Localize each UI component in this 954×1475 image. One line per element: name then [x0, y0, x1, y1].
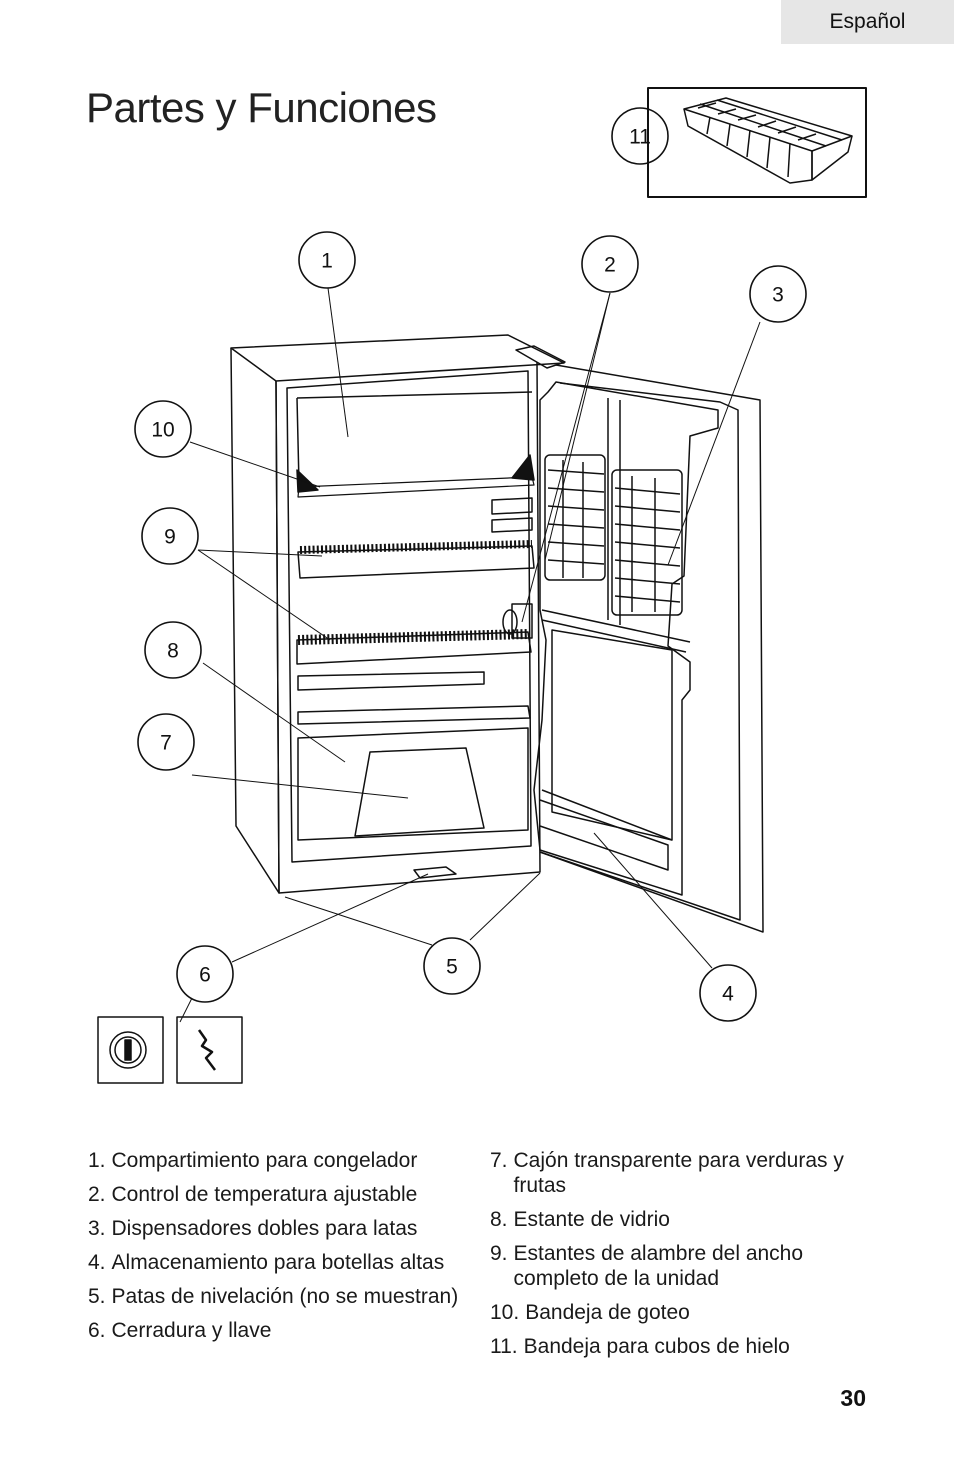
legend-item: 9.Estantes de alambre del ancho completo…	[490, 1242, 804, 1290]
callout-3: 3	[772, 284, 784, 307]
callout-5: 5	[446, 956, 458, 979]
legend-item: 8.Estante de vidrio	[490, 1208, 670, 1231]
callout-9: 9	[164, 526, 176, 549]
legend-item: 6.Cerradura y llave	[88, 1319, 272, 1342]
legend-item: 11.Bandeja para cubos de hielo	[490, 1335, 790, 1358]
legend-item: 10.Bandeja de goteo	[490, 1301, 690, 1324]
refrigerator-diagram: 1 2 3 4 5 6 7 8 9 10 11	[97, 87, 867, 1084]
callout-6: 6	[199, 964, 211, 987]
callout-circles	[134, 107, 807, 1022]
callout-1: 1	[321, 250, 333, 273]
glass-shelf-crisper	[297, 671, 531, 879]
callout-7: 7	[160, 732, 172, 755]
legend-item: 7.Cajón transparente para verduras y fru…	[490, 1149, 844, 1197]
callout-8: 8	[167, 640, 179, 663]
legend-item: 4.Almacenamiento para botellas altas	[88, 1251, 445, 1274]
legend-item: 1.Compartimiento para congelador	[88, 1149, 418, 1172]
parts-legend-left: 1.Compartimiento para congelador 2.Contr…	[88, 1148, 468, 1352]
ice-tray-inset	[647, 87, 867, 198]
callout-11: 11	[629, 126, 651, 149]
lock-and-key-insets	[97, 1016, 243, 1084]
callout-4: 4	[722, 983, 734, 1006]
page-title: Partes y Funciones	[86, 84, 437, 131]
legend-item: 2.Control de temperatura ajustable	[88, 1183, 418, 1206]
callout-2: 2	[604, 254, 616, 277]
page-number: 30	[840, 1385, 866, 1411]
legend-item: 5.Patas de nivelación (no se muestran)	[88, 1285, 459, 1308]
thermostat	[502, 603, 533, 639]
wire-shelves	[296, 540, 535, 665]
leader-lines	[179, 287, 761, 1023]
legend-item: 3.Dispensadores dobles para latas	[88, 1217, 418, 1240]
callout-10: 10	[151, 419, 174, 442]
language-tab[interactable]: Español	[781, 0, 954, 44]
freezer-compartment	[296, 454, 535, 533]
cabinet-body	[230, 334, 566, 894]
parts-legend-right: 7.Cajón transparente para verduras y fru…	[490, 1148, 870, 1368]
refrigerator-door	[533, 364, 764, 933]
